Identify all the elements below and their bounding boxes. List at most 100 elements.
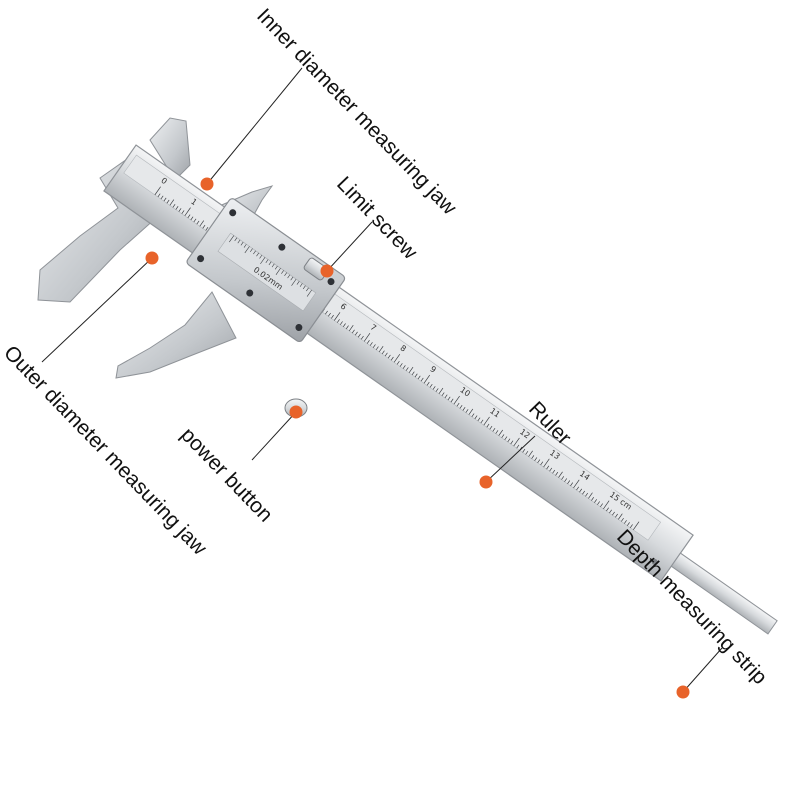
limit-screw-dot — [320, 264, 334, 278]
beam-rivet — [651, 558, 658, 565]
slider-screw-2 — [327, 278, 335, 286]
scale-number: 0 — [159, 176, 168, 186]
limit-screw-leader — [326, 221, 373, 272]
scale-tick — [426, 381, 430, 386]
vernier-tick — [291, 278, 297, 286]
scale-tick — [411, 371, 415, 376]
depth-strip-dot — [676, 685, 690, 699]
scale-tick — [157, 193, 161, 198]
scale-tick — [175, 206, 179, 210]
vernier-tick — [237, 239, 241, 244]
callout-dots — [145, 177, 690, 699]
scale-tick — [372, 344, 376, 348]
scale-tick — [354, 331, 358, 336]
scale-tick — [339, 321, 343, 325]
vernier-tick — [253, 250, 256, 255]
scale-tick — [591, 497, 595, 501]
main-scale-ticks — [154, 186, 640, 531]
scale-tick — [193, 218, 197, 223]
scale-tick — [558, 471, 563, 478]
scale-tick — [169, 199, 175, 206]
scale-tick — [459, 404, 463, 409]
vernier-tick — [296, 281, 300, 285]
scale-number: 1 — [189, 197, 198, 207]
scale-tick — [486, 423, 490, 428]
inner-jaw-leader — [206, 67, 303, 185]
vernier-tick — [271, 263, 275, 268]
scale-tick — [618, 513, 623, 520]
scale-tick — [166, 199, 170, 204]
scale-tick — [546, 465, 550, 470]
scale-tick — [369, 342, 373, 346]
scale-tick — [429, 384, 433, 388]
vernier-tick — [290, 276, 294, 281]
scale-tick — [178, 208, 182, 212]
scale-tick — [600, 503, 603, 508]
scale-tick — [498, 429, 504, 436]
scale-tick — [632, 521, 640, 531]
vernier-tick — [243, 244, 247, 248]
vernier-tick — [302, 285, 306, 290]
scale-tick — [492, 427, 496, 432]
scale-tick — [375, 346, 379, 350]
scale-tick — [184, 207, 191, 217]
scale-tick — [555, 471, 559, 476]
scale-tick — [483, 416, 490, 426]
vernier-tick — [259, 254, 263, 259]
scale-tick — [579, 488, 583, 493]
scale-tick — [402, 365, 406, 369]
vernier-tick — [284, 272, 288, 277]
scale-tick — [462, 407, 466, 411]
scale-tick — [453, 395, 460, 405]
scale-tick — [564, 478, 568, 482]
depth-strip-leader — [682, 647, 723, 693]
scale-tick — [627, 522, 630, 526]
scale-tick — [456, 402, 460, 407]
scale-tick — [573, 479, 580, 489]
scale-tick — [205, 226, 209, 231]
scale-number: 8 — [399, 343, 408, 353]
vernier-tick — [281, 270, 284, 274]
vernier-tick — [250, 248, 253, 253]
vernier-tick — [229, 235, 235, 243]
scale-tick — [444, 394, 448, 399]
scale-tick — [480, 419, 484, 424]
scale-tick — [624, 520, 627, 524]
scale-tick — [342, 323, 346, 327]
scale-tick — [384, 352, 388, 357]
scale-tick — [199, 220, 205, 227]
scale-tick — [606, 507, 609, 512]
scale-tick — [522, 448, 526, 453]
scale-tick — [334, 312, 341, 321]
vernier-ticks — [229, 235, 312, 297]
scale-tick — [163, 197, 167, 202]
scale-tick — [504, 436, 508, 441]
scale-tick — [336, 319, 340, 323]
scale-tick — [528, 450, 533, 457]
scale-tick — [615, 513, 618, 518]
scale-tick — [594, 499, 597, 503]
scale-tick — [465, 409, 469, 413]
scale-tick — [393, 353, 401, 363]
scale-tick — [621, 517, 624, 522]
scale-tick — [357, 333, 361, 338]
inner-jaw-dot — [200, 177, 214, 191]
scale-number: 9 — [428, 364, 437, 374]
vernier-tick — [287, 274, 291, 279]
scale-tick — [609, 509, 612, 514]
scale-tick — [390, 356, 394, 361]
scale-tick — [378, 345, 384, 353]
scale-tick — [432, 386, 436, 390]
scale-tick — [154, 186, 161, 196]
scale-tick — [366, 340, 370, 344]
vernier-tick — [306, 287, 309, 292]
vernier-tick — [240, 241, 244, 246]
scale-tick — [345, 325, 349, 330]
scale-tick — [160, 195, 164, 200]
slider-screw-6 — [246, 289, 254, 297]
scale-tick — [513, 437, 520, 447]
scale-tick — [552, 469, 556, 474]
scale-tick — [387, 354, 391, 359]
scale-tick — [561, 476, 565, 480]
